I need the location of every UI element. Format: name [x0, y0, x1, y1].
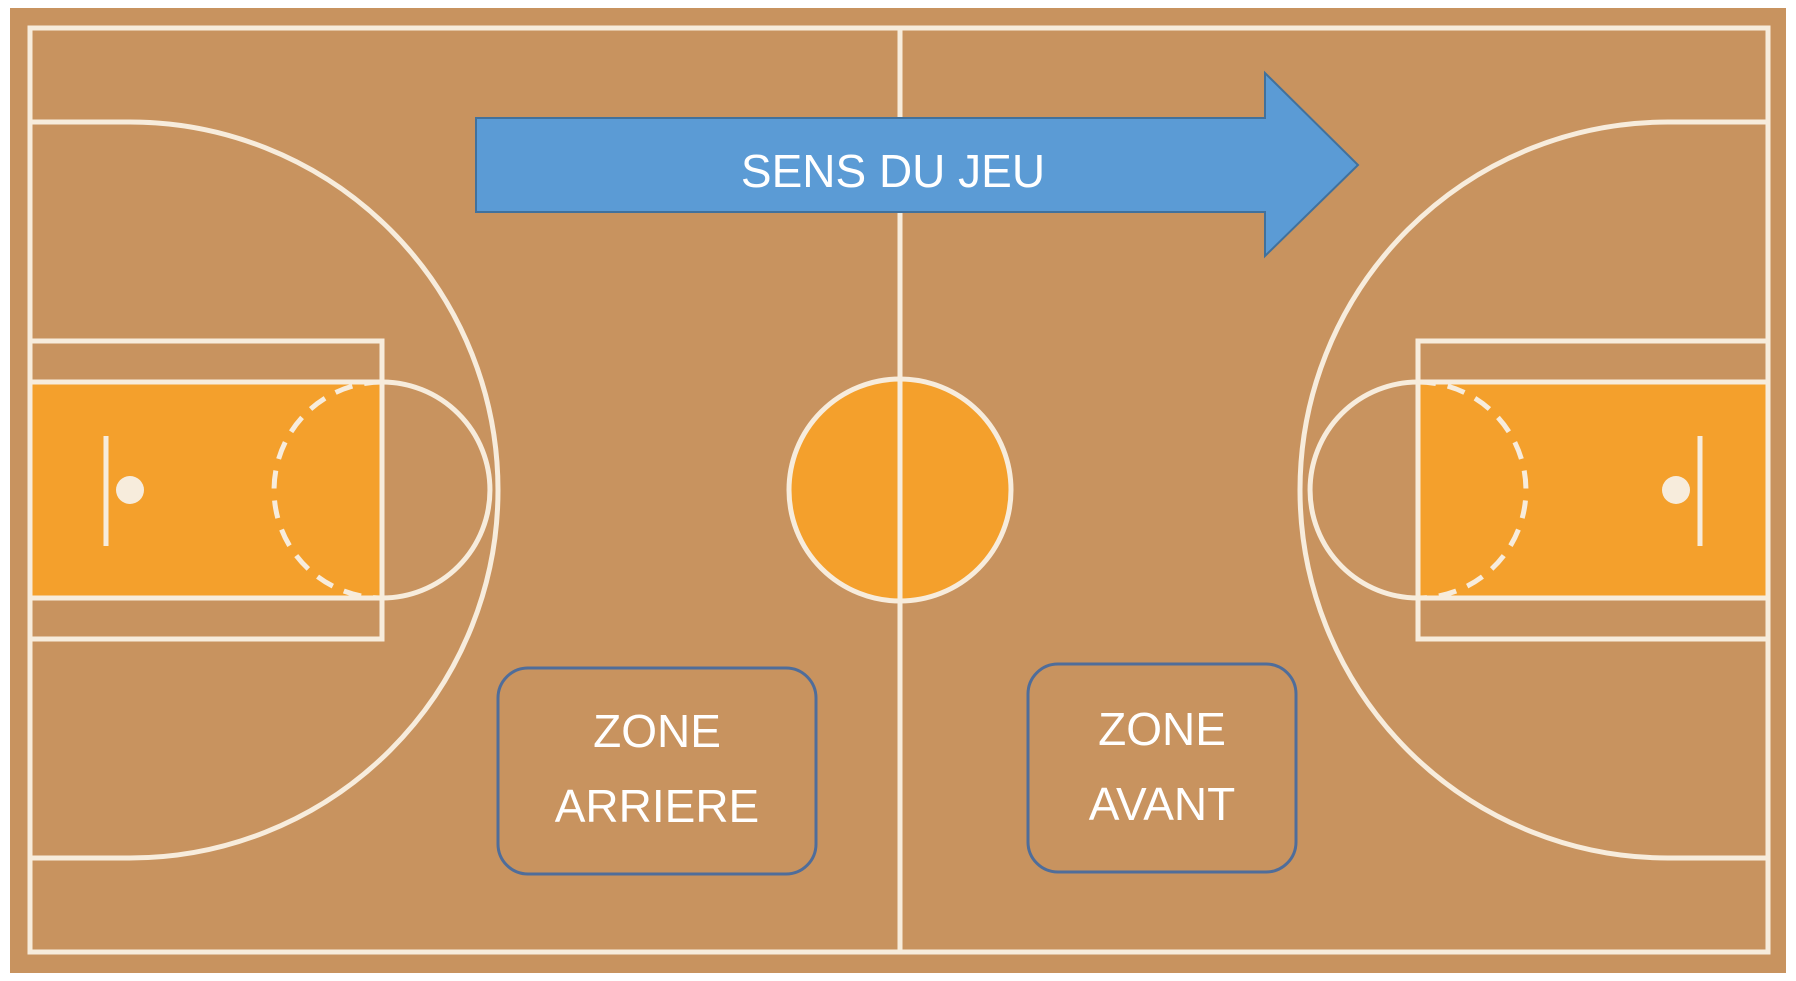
zone-arriere-box	[496, 666, 818, 876]
zone-avant-label-line2: AVANT	[1089, 778, 1236, 830]
right-three-point-line	[1297, 119, 1768, 861]
left-hoop	[116, 476, 144, 504]
zone-avant-label-line1: ZONE	[1098, 703, 1226, 755]
direction-arrow-label: SENS DU JEU	[741, 145, 1045, 197]
zone-avant-box	[1026, 662, 1298, 874]
right-hoop	[1662, 476, 1690, 504]
direction-arrow	[475, 70, 1360, 259]
left-key-outer	[27, 338, 385, 642]
left-free-throw-arc	[381, 379, 493, 601]
left-key-paint	[30, 382, 382, 598]
right-key-paint	[1418, 382, 1768, 598]
right-free-throw-arc	[1307, 379, 1419, 601]
right-free-throw-arc-dashed	[1417, 379, 1529, 601]
zone-arriere-label-line2: ARRIERE	[555, 780, 759, 832]
right-key-outer	[1415, 338, 1771, 642]
zone-arriere-label-line1: ZONE	[593, 705, 721, 757]
left-three-point-line	[30, 119, 501, 861]
left-free-throw-arc-dashed	[271, 379, 383, 601]
